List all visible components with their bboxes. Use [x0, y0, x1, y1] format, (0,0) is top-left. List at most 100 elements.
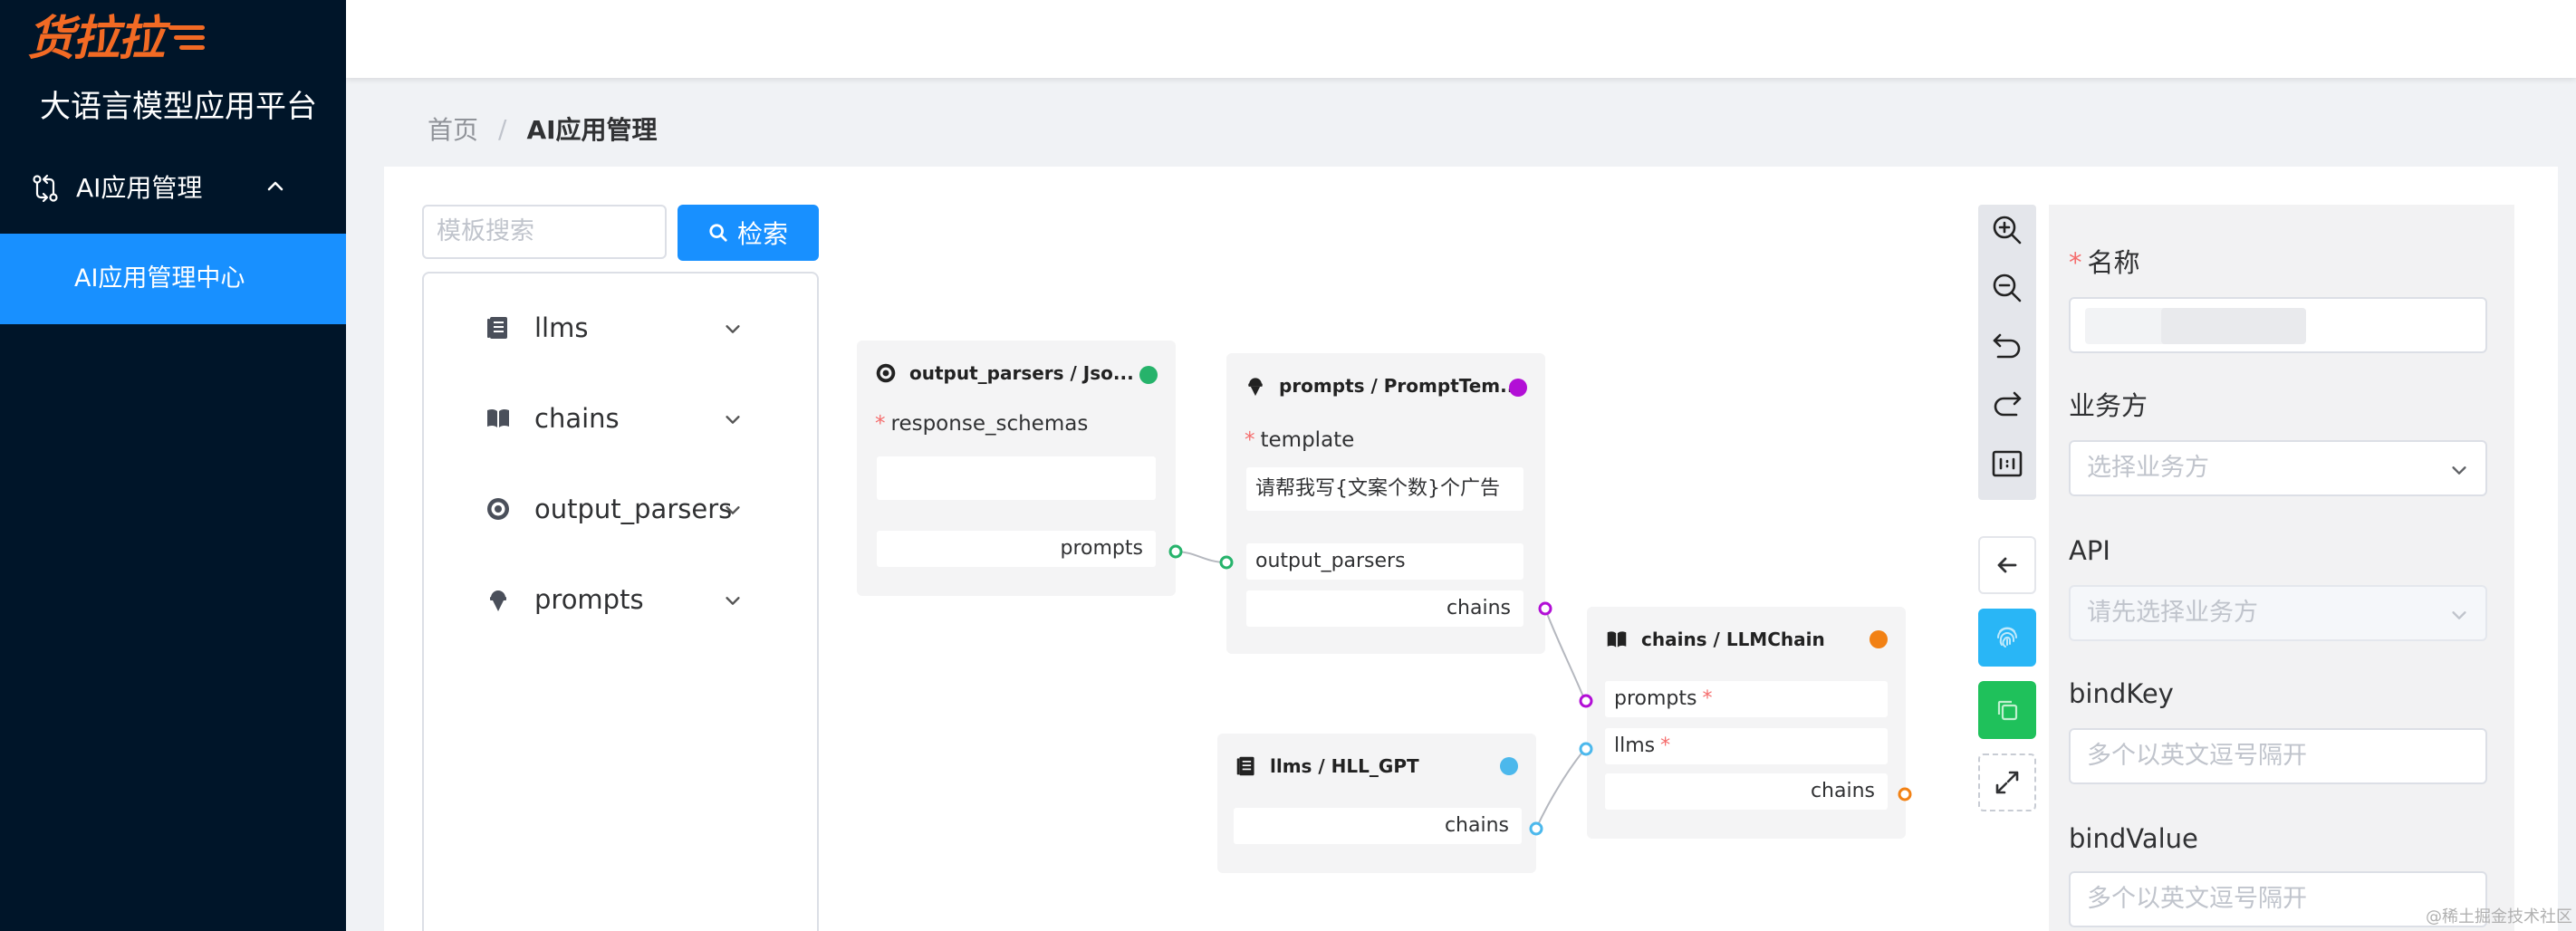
handle-chain-in-llms[interactable] [1577, 740, 1595, 758]
chevron-down-icon [726, 416, 740, 424]
chevron-up-icon [267, 181, 284, 191]
handle-llm-out[interactable] [1527, 820, 1545, 838]
output-prompts-port: prompts [877, 531, 1156, 567]
output-chains-port: chains [1234, 808, 1522, 844]
input-llms-port: llms* [1605, 728, 1888, 764]
sidebar-group-ai-app[interactable]: AI应用管理 [0, 161, 346, 216]
brand-logo: 货拉拉 [27, 11, 165, 66]
tree-item-prompts[interactable]: prompts [424, 572, 817, 627]
api-select[interactable]: 请先选择业务方 [2069, 585, 2487, 641]
business-select[interactable]: 选择业务方 [2069, 440, 2487, 496]
expand-icon [1995, 771, 2019, 794]
book-icon [487, 408, 509, 427]
bindkey-input[interactable]: 多个以英文逗号隔开 [2069, 728, 2487, 784]
handle-prompt-out[interactable] [1536, 600, 1554, 618]
node-title: chains / LLMChain [1641, 629, 1825, 650]
api-label: API [2069, 535, 2110, 566]
fingerprint-icon [1997, 627, 2017, 648]
handle-chain-out[interactable] [1896, 785, 1914, 803]
ice-cream-icon [490, 590, 506, 611]
response-schemas-input[interactable] [877, 456, 1156, 500]
sidebar: 货拉拉 大语言模型应用平台 AI应用管理 AI应用管理中心 [0, 0, 346, 931]
document-icon [1236, 756, 1254, 776]
fingerprint-button[interactable] [1978, 609, 2036, 667]
node-prompt-template[interactable]: prompts / PromptTem... *template 请帮我写{文案… [1226, 353, 1545, 654]
required-marker: * [875, 412, 886, 436]
fit-view-icon[interactable] [1991, 447, 2023, 480]
back-button[interactable] [1978, 536, 2036, 594]
breadcrumb-separator: / [498, 113, 507, 144]
watermark: @稀土掘金技术社区 [2426, 907, 2572, 926]
breadcrumb: 首页 / AI应用管理 [428, 107, 658, 150]
status-dot [1500, 757, 1518, 775]
tree-item-label: chains [534, 403, 620, 434]
redacted-block [2085, 308, 2176, 344]
document-icon [487, 317, 507, 339]
required-marker: * [1660, 734, 1671, 757]
field-label-template: *template [1245, 428, 1355, 452]
target-icon [876, 363, 896, 383]
name-input[interactable] [2069, 297, 2487, 353]
book-icon [1607, 631, 1627, 648]
field-label-response-schemas: *response_schemas [875, 412, 1089, 436]
node-llm-hll-gpt[interactable]: llms / HLL_GPT chains [1217, 734, 1536, 873]
canvas-toolbar [1978, 205, 2036, 500]
status-dot [1139, 366, 1158, 384]
required-marker: * [1245, 428, 1255, 452]
search-button[interactable]: 检索 [678, 205, 819, 261]
tree-item-llms[interactable]: llms [424, 301, 817, 355]
handle-chain-in-prompts[interactable] [1577, 692, 1595, 710]
bindkey-label: bindKey [2069, 678, 2174, 709]
ice-cream-icon [1248, 378, 1263, 397]
flow-switch-icon [33, 174, 58, 203]
node-header: prompts / PromptTem... [1245, 370, 1521, 402]
input-prompts-port: prompts* [1605, 681, 1888, 717]
target-icon [487, 498, 509, 520]
required-marker: * [2069, 247, 2082, 278]
undo-icon[interactable] [1991, 330, 2023, 362]
node-chain-llmchain[interactable]: chains / LLMChain prompts* llms* chains [1587, 607, 1906, 839]
search-icon [709, 224, 727, 242]
status-dot [1509, 379, 1527, 397]
redo-icon[interactable] [1991, 388, 2023, 420]
tree-item-chains[interactable]: chains [424, 391, 817, 446]
zoom-out-icon[interactable] [1991, 272, 2023, 304]
tree-item-label: output_parsers [534, 494, 733, 524]
name-label: *名称 [2069, 247, 2140, 278]
sidebar-item-ai-app-center[interactable]: AI应用管理中心 [0, 234, 346, 324]
node-output-parser[interactable]: output_parsers / Jso... *response_schema… [857, 341, 1176, 596]
node-header: chains / LLMChain [1605, 623, 1825, 656]
breadcrumb-current: AI应用管理 [526, 115, 658, 145]
handle-prompt-in[interactable] [1217, 553, 1235, 571]
zoom-in-icon[interactable] [1991, 214, 2023, 246]
business-label: 业务方 [2069, 390, 2148, 421]
redacted-block [2161, 308, 2306, 344]
bindvalue-input[interactable]: 多个以英文逗号隔开 [2069, 871, 2487, 927]
output-chains-port: chains [1605, 773, 1888, 810]
component-tree: llms chains output_parsers prompts [422, 272, 819, 931]
output-chains-port: chains [1246, 590, 1523, 627]
template-input[interactable]: 请帮我写{文案个数}个广告 [1246, 467, 1523, 511]
chevron-down-icon [2452, 611, 2466, 619]
node-header: output_parsers / Jso... [875, 357, 1134, 389]
fullscreen-button[interactable] [1978, 753, 2036, 811]
chevron-down-icon [2452, 466, 2466, 475]
back-arrow-icon [1997, 557, 2017, 573]
copy-icon [1997, 700, 2018, 721]
sidebar-item-label: AI应用管理中心 [74, 264, 245, 293]
search-button-label: 检索 [736, 219, 788, 249]
breadcrumb-home[interactable]: 首页 [428, 115, 479, 145]
chevron-down-icon [726, 597, 740, 605]
node-title: output_parsers / Jso... [909, 362, 1134, 384]
logo-speed-stripes [168, 20, 207, 56]
tree-item-output-parsers[interactable]: output_parsers [424, 482, 817, 536]
handle-parser-out[interactable] [1167, 542, 1185, 561]
chevron-down-icon [726, 325, 740, 333]
top-header-bar [346, 0, 2576, 78]
input-output-parsers-port: output_parsers [1246, 543, 1523, 580]
node-header: llms / HLL_GPT [1235, 750, 1419, 782]
status-dot [1870, 630, 1888, 648]
required-marker: * [1702, 687, 1713, 710]
copy-button[interactable] [1978, 681, 2036, 739]
template-search-input[interactable]: 模板搜索 [422, 205, 667, 259]
